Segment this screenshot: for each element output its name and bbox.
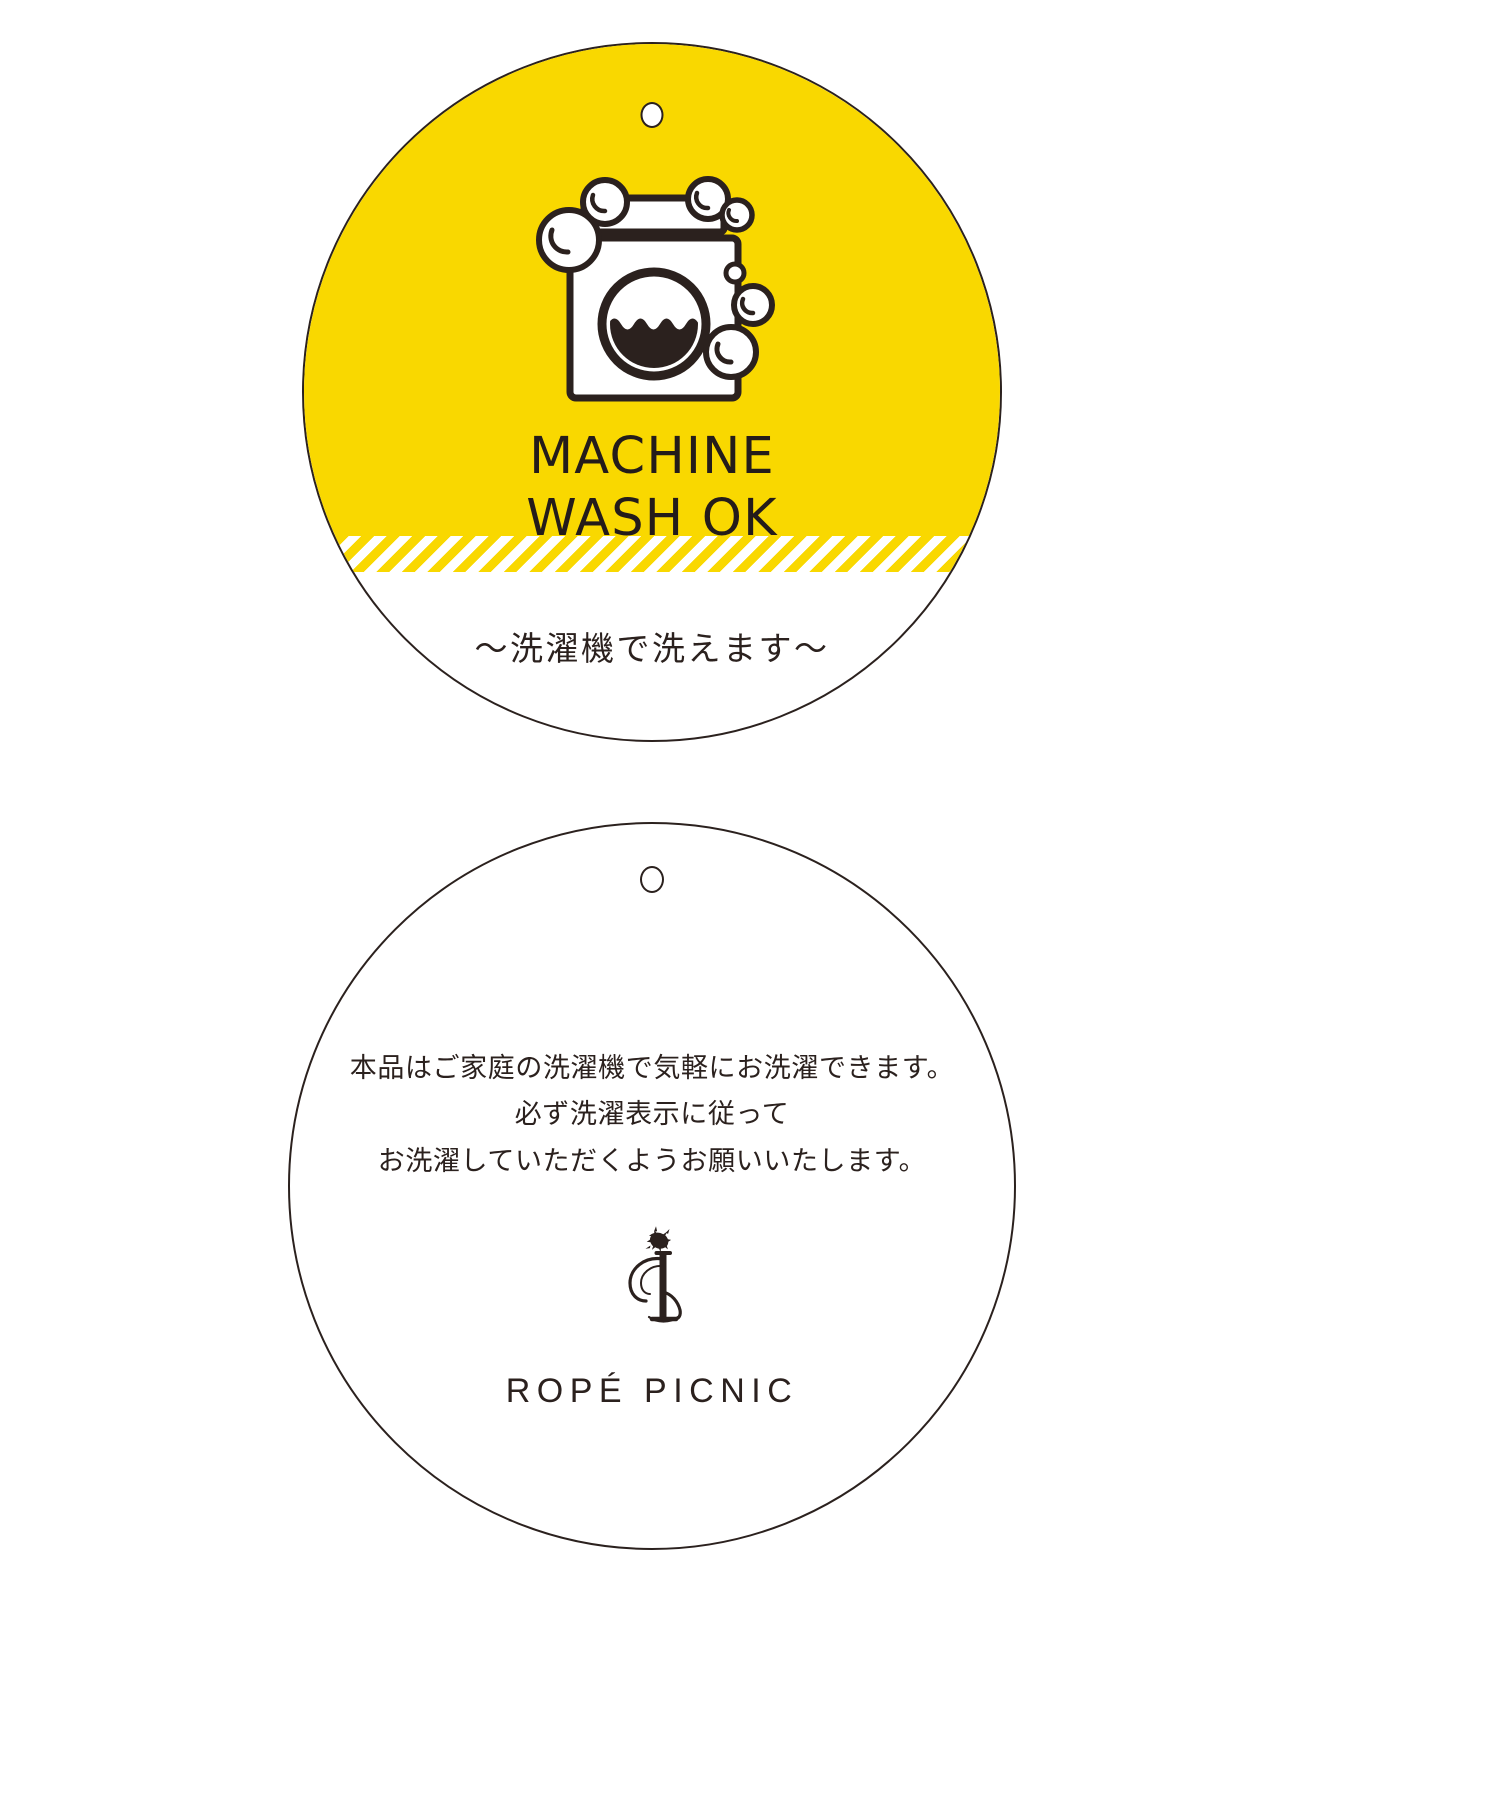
brand-wordmark: ROPÉ PICNIC: [505, 1372, 799, 1410]
page-title: MACHINE WASH OK: [304, 426, 1000, 550]
care-line-3: お洗濯していただくようお願いいたします。: [377, 1145, 927, 1177]
headline-line-2: WASH OK: [526, 489, 778, 549]
care-instructions: 本品はご家庭の洗濯機で気軽にお洗濯できます。 必ず洗濯表示に従って お洗濯してい…: [290, 1046, 1014, 1185]
hang-tag-front: MACHINE WASH OK 〜洗濯機で洗えます〜: [302, 42, 1002, 742]
japanese-caption: 〜洗濯機で洗えます〜: [474, 629, 830, 668]
punch-hole-icon: [640, 866, 664, 893]
punch-hole-icon: [640, 102, 664, 128]
dog-silhouette-icon: [645, 1226, 672, 1253]
rope-picnic-dog-and-r-monogram-icon: [592, 1222, 712, 1342]
headline-line-1: MACHINE: [529, 427, 775, 486]
diagonal-stripe-band: [304, 536, 1000, 572]
washing-machine-with-bubbles-icon: [522, 172, 782, 402]
hang-tag-back: 本品はご家庭の洗濯機で気軽にお洗濯できます。 必ず洗濯表示に従って お洗濯してい…: [288, 822, 1016, 1550]
care-line-2: 必ず洗濯表示に従って: [514, 1099, 790, 1131]
care-line-1: 本品はご家庭の洗濯機で気軽にお洗濯できます。: [349, 1053, 955, 1084]
